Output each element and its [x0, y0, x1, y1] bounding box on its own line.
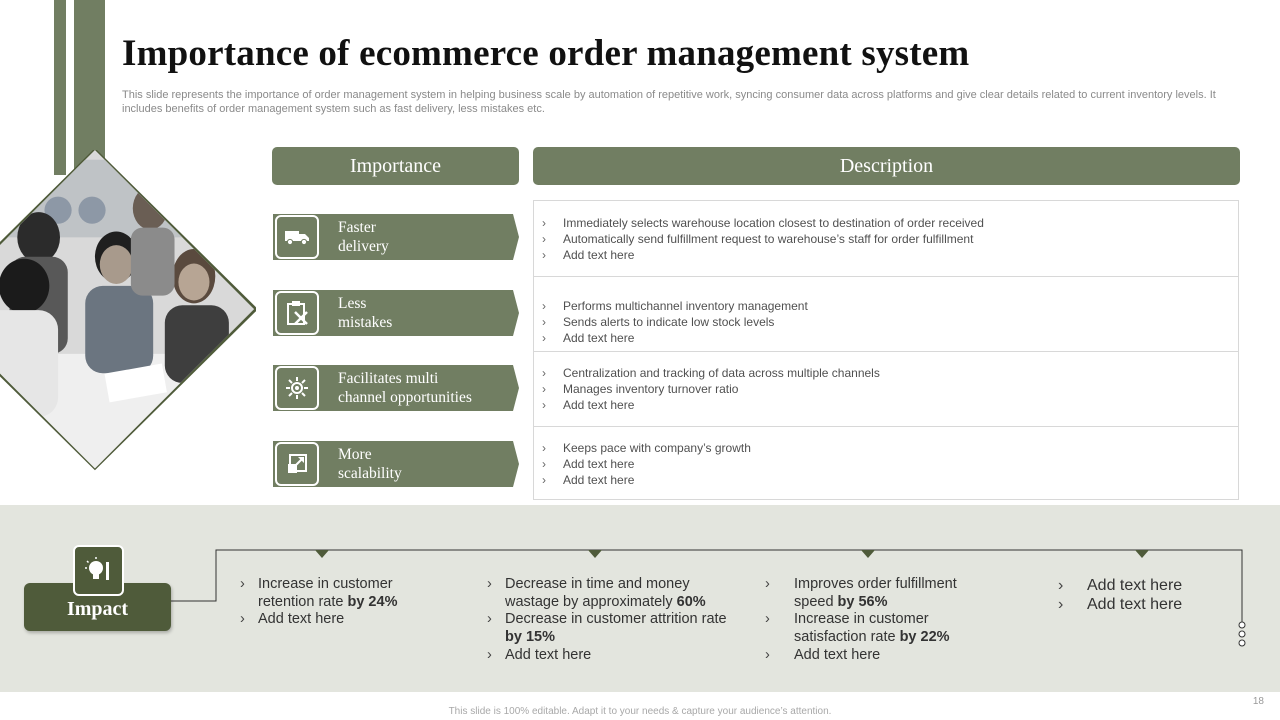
expand-icon	[275, 442, 319, 486]
description-table: ›Immediately selects warehouse location …	[533, 200, 1239, 500]
description-line: ›Automatically send fulfillment request …	[542, 232, 974, 246]
description-line: ›Performs multichannel inventory managem…	[542, 299, 808, 313]
description-line: ›Centralization and tracking of data acr…	[542, 366, 880, 380]
impact-item: ›Add text here	[487, 646, 592, 663]
impact-item: ›Add text here	[240, 611, 345, 628]
description-header: Description	[533, 147, 1240, 185]
impact-item: ›Improves order fulfillment speed by 56%	[765, 576, 957, 610]
item-arrow-shape	[273, 441, 519, 487]
description-row: ›Centralization and tracking of data acr…	[534, 352, 1238, 427]
impact-item: ›Add text here	[765, 646, 881, 663]
team-photo	[0, 150, 256, 471]
description-line: ›Add text here	[542, 248, 635, 262]
impact-item: ›Increase in customer retention rate by …	[240, 576, 398, 610]
page-number: 18	[1252, 696, 1264, 707]
description-line: ›Keeps pace with company’s growth	[542, 441, 751, 455]
delivery-truck-icon	[275, 215, 319, 259]
clipboard-x-icon	[275, 291, 319, 335]
impact-item: ›Add text here	[1058, 577, 1183, 594]
description-line: ›Add text here	[542, 457, 635, 471]
description-line: ›Manages inventory turnover ratio	[542, 382, 739, 396]
impact-column-3: ›Improves order fulfillment speed by 56%…	[765, 576, 965, 665]
description-line: ›Add text here	[542, 473, 635, 487]
impact-item: ›Decrease in time and money wastage by a…	[487, 576, 706, 610]
description-line: ›Add text here	[542, 398, 635, 412]
impact-item: ›Increase in customer satisfaction rate …	[765, 611, 950, 646]
slide-title: Importance of ecommerce order management…	[122, 33, 970, 74]
impact-item: ›Add text here	[1058, 596, 1183, 613]
gear-network-icon	[275, 366, 319, 410]
item-arrow-shape	[273, 214, 519, 260]
slide-subtitle: This slide represents the importance of …	[122, 89, 1216, 115]
decor-stripe-right	[74, 0, 105, 175]
impact-column-2: ›Decrease in time and money wastage by a…	[487, 576, 727, 665]
lightbulb-tools-icon	[73, 545, 124, 596]
importance-header: Importance	[272, 147, 519, 185]
impact-column-4: ›Add text here ›Add text here	[1058, 576, 1218, 614]
description-line: ›Add text here	[542, 331, 635, 345]
description-line: ›Immediately selects warehouse location …	[542, 216, 984, 230]
item-arrow-shape	[273, 290, 519, 336]
item-arrow-shape	[273, 365, 519, 411]
description-line: ›Sends alerts to indicate low stock leve…	[542, 315, 775, 329]
footer-note: This slide is 100% editable. Adapt it to…	[448, 706, 832, 717]
decor-stripe-left	[54, 0, 66, 175]
impact-item: ›Decrease in customer attrition rate by …	[487, 611, 727, 646]
description-row: ›Performs multichannel inventory managem…	[534, 277, 1238, 352]
description-row: ›Keeps pace with company’s growth ›Add t…	[534, 427, 1238, 499]
impact-column-1: ›Increase in customer retention rate by …	[240, 576, 440, 629]
description-row: ›Immediately selects warehouse location …	[534, 201, 1238, 277]
